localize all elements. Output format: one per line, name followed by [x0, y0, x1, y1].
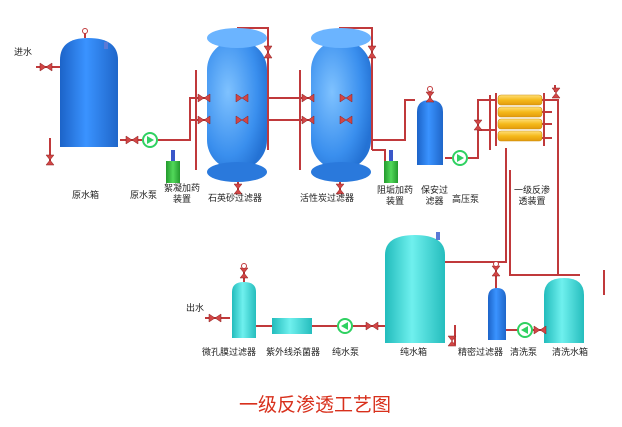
- label-cleaning-tank: 清洗水箱: [552, 348, 589, 358]
- precision-filter-small: [488, 288, 506, 340]
- label-uv-sterilizer: 紫外线杀菌器: [266, 348, 321, 358]
- label-outlet: 出水: [186, 304, 205, 314]
- uv-sterilizer: [272, 318, 312, 334]
- label-scale-inhibitor: 阻垢加药 装置: [377, 186, 414, 207]
- ro-membrane-rack: [495, 93, 545, 146]
- label-pure-pump: 纯水泵: [332, 348, 360, 358]
- flocculant-dosing-unit: [166, 150, 180, 183]
- label-micro-filter: 微孔膜过滤器: [202, 348, 257, 358]
- label-high-pressure-pump: 高压泵: [452, 195, 480, 205]
- activated-carbon-filter: [311, 28, 371, 182]
- raw-water-pump: [142, 132, 158, 148]
- high-pressure-pump: [452, 150, 468, 166]
- label-ro-unit: 一级反渗 透装置: [514, 186, 551, 207]
- cleaning-pump: [517, 322, 533, 338]
- pure-water-tank: [385, 232, 445, 343]
- gauges: [82, 28, 499, 269]
- micro-filter: [232, 282, 256, 338]
- label-security-filter: 保安过 滤器: [421, 186, 449, 207]
- scale-inhibitor-dosing-unit: [384, 150, 398, 183]
- valves: [39, 45, 561, 347]
- label-precision-filter: 精密过滤器: [458, 348, 504, 358]
- label-cleaning-pump: 清洗泵: [510, 348, 538, 358]
- cleaning-water-tank: [544, 278, 584, 343]
- label-carbon-filter: 活性炭过滤器: [300, 194, 355, 204]
- label-flocculant: 絮凝加药 装置: [164, 184, 201, 205]
- quartz-sand-filter: [207, 28, 267, 182]
- diagram-title: 一级反渗透工艺图: [238, 394, 391, 416]
- pure-water-pump: [337, 318, 353, 334]
- label-raw-pump: 原水泵: [130, 191, 158, 201]
- security-filter: [417, 100, 443, 165]
- label-raw-tank: 原水箱: [72, 191, 100, 201]
- label-quartz-filter: 石英砂过滤器: [208, 194, 263, 204]
- label-inlet: 进水: [14, 48, 33, 58]
- label-pure-tank: 纯水箱: [400, 348, 428, 358]
- pipes: [36, 27, 605, 345]
- raw-water-tank: [60, 38, 118, 147]
